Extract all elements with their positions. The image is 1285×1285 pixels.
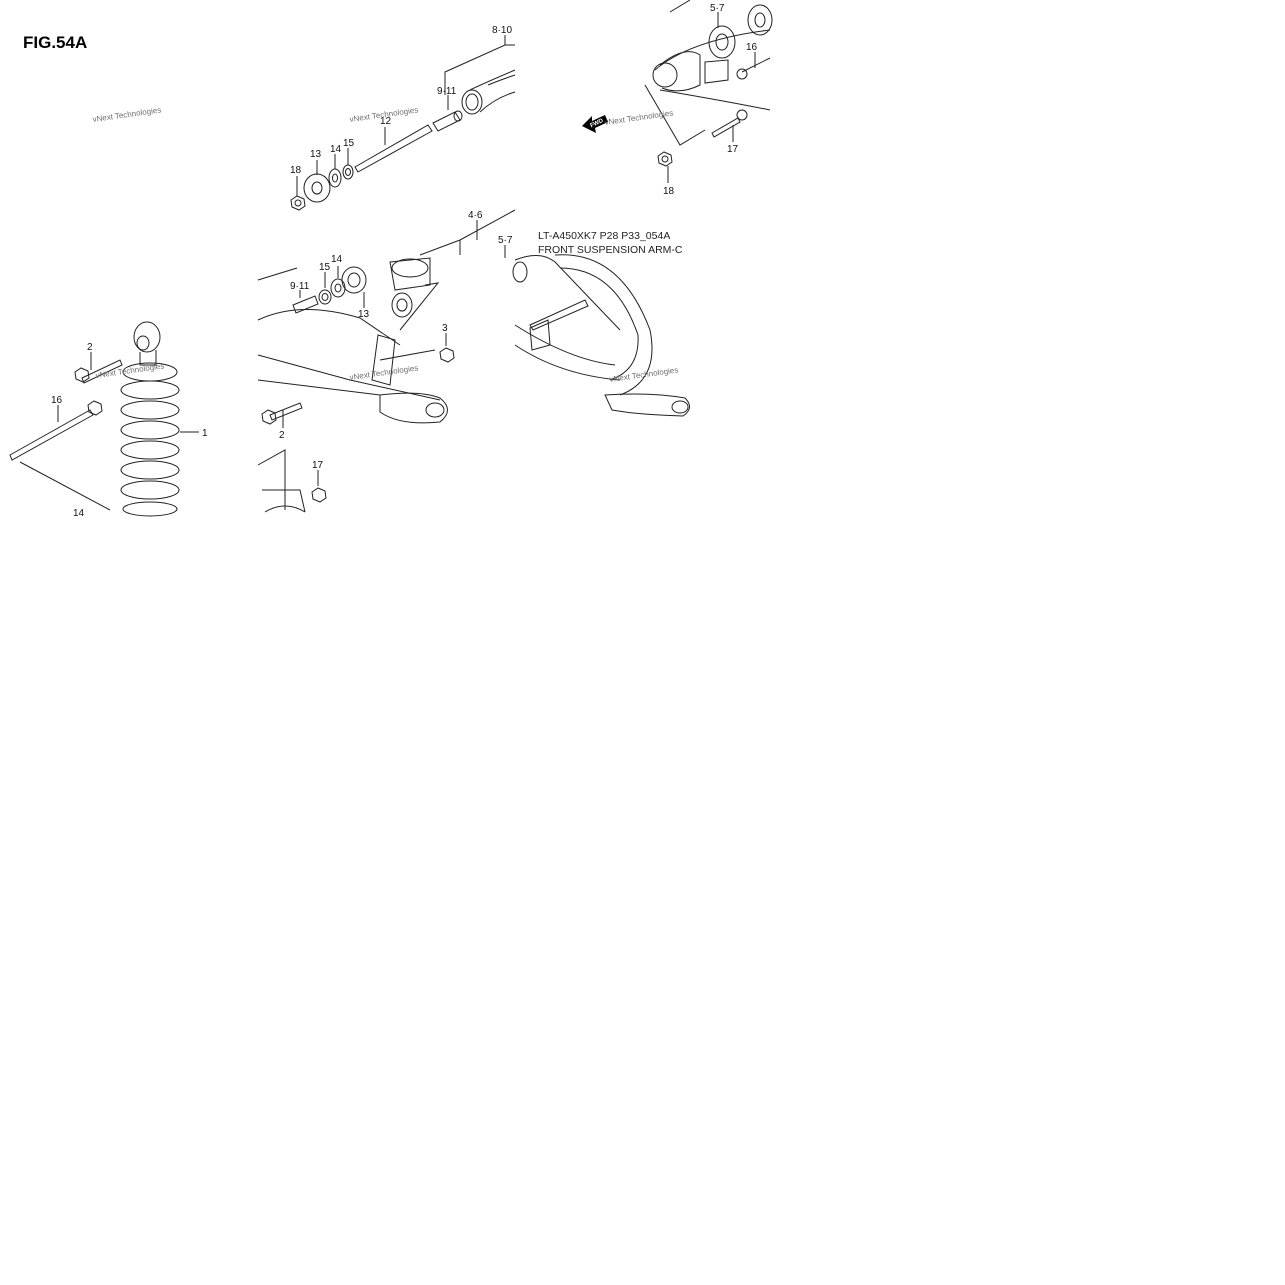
figure-title: FIG.54A: [23, 33, 88, 52]
arm-mount-plate: [379, 392, 448, 424]
pivot-rod: [529, 299, 589, 331]
part-label: 3: [442, 323, 448, 334]
part-label: 8·10: [492, 25, 512, 36]
part-label: 5·7: [710, 3, 725, 14]
washer-15: [342, 164, 354, 180]
lower-arm-group: [257, 209, 516, 513]
part-label: 5·7: [498, 235, 513, 246]
part-label: 2: [279, 430, 285, 441]
fwd-label: FWD: [590, 118, 606, 129]
figure-caption: FRONT SUSPENSION ARM-C: [538, 244, 683, 256]
watermark-text: vNext Technologies: [604, 108, 674, 127]
part-label: 9·11: [437, 86, 457, 97]
part-label: 13: [358, 309, 370, 320]
part-label: 14: [331, 254, 343, 265]
shock-absorber-group: [9, 321, 199, 517]
washer-14: [328, 168, 342, 188]
bolt-16-left: [9, 409, 94, 461]
bolt-2-lower: [269, 402, 303, 421]
arm-bushing-end: [461, 89, 483, 115]
bushing-upper: [747, 4, 773, 36]
part-label: 17: [727, 144, 739, 155]
part-label: 18: [290, 165, 302, 176]
nut-18-right: [657, 151, 673, 167]
part-label: 4·6: [468, 210, 483, 221]
spacer-lower: [292, 295, 319, 314]
mount-plate-right: [604, 393, 690, 417]
upper-arm-pivot-group: [290, 35, 516, 211]
part-label: 1: [202, 428, 208, 439]
part-label: 15: [319, 262, 331, 273]
watermarks: vNext Technologies vNext Technologies vN…: [92, 105, 679, 384]
part-label: 14: [330, 144, 342, 155]
spacer-part: [432, 111, 461, 132]
part-label: 2: [87, 342, 93, 353]
lower-arm-detail-group: [512, 254, 690, 417]
nut-3: [439, 347, 455, 363]
part-label: 14: [73, 508, 85, 519]
part-label: 16: [746, 42, 758, 53]
shock-lower-eye: [391, 292, 413, 318]
part-label: 16: [51, 395, 63, 406]
part-label: 15: [343, 138, 355, 149]
watermark-text: vNext Technologies: [349, 363, 419, 382]
part-label: 17: [312, 460, 324, 471]
nut-18: [290, 195, 306, 211]
watermark-text: vNext Technologies: [609, 365, 679, 384]
figure-code: LT-A450XK7 P28 P33_054A: [538, 230, 671, 242]
watermark-text: vNext Technologies: [95, 361, 165, 380]
pivot-bolt: [354, 124, 433, 173]
upper-arm-bushing-group: [644, 0, 773, 183]
part-label: 9·11: [290, 281, 310, 292]
part-label: 13: [310, 149, 322, 160]
forward-arrow-icon: [582, 115, 608, 133]
bolt-17: [711, 117, 741, 138]
cap-13-lower: [341, 266, 367, 294]
bushing-5-7: [708, 25, 736, 59]
part-label: 12: [380, 116, 392, 127]
bracket: [704, 59, 729, 84]
watermark-text: vNext Technologies: [92, 105, 162, 124]
part-labels: 1 2 2 3 4·6 5·7 5·7 8·10 9·11 9·11 12 13…: [51, 3, 758, 519]
nut-17: [311, 487, 327, 503]
part-label: 18: [663, 186, 675, 197]
cap-13: [303, 173, 331, 203]
arm-bracket: [371, 334, 396, 386]
